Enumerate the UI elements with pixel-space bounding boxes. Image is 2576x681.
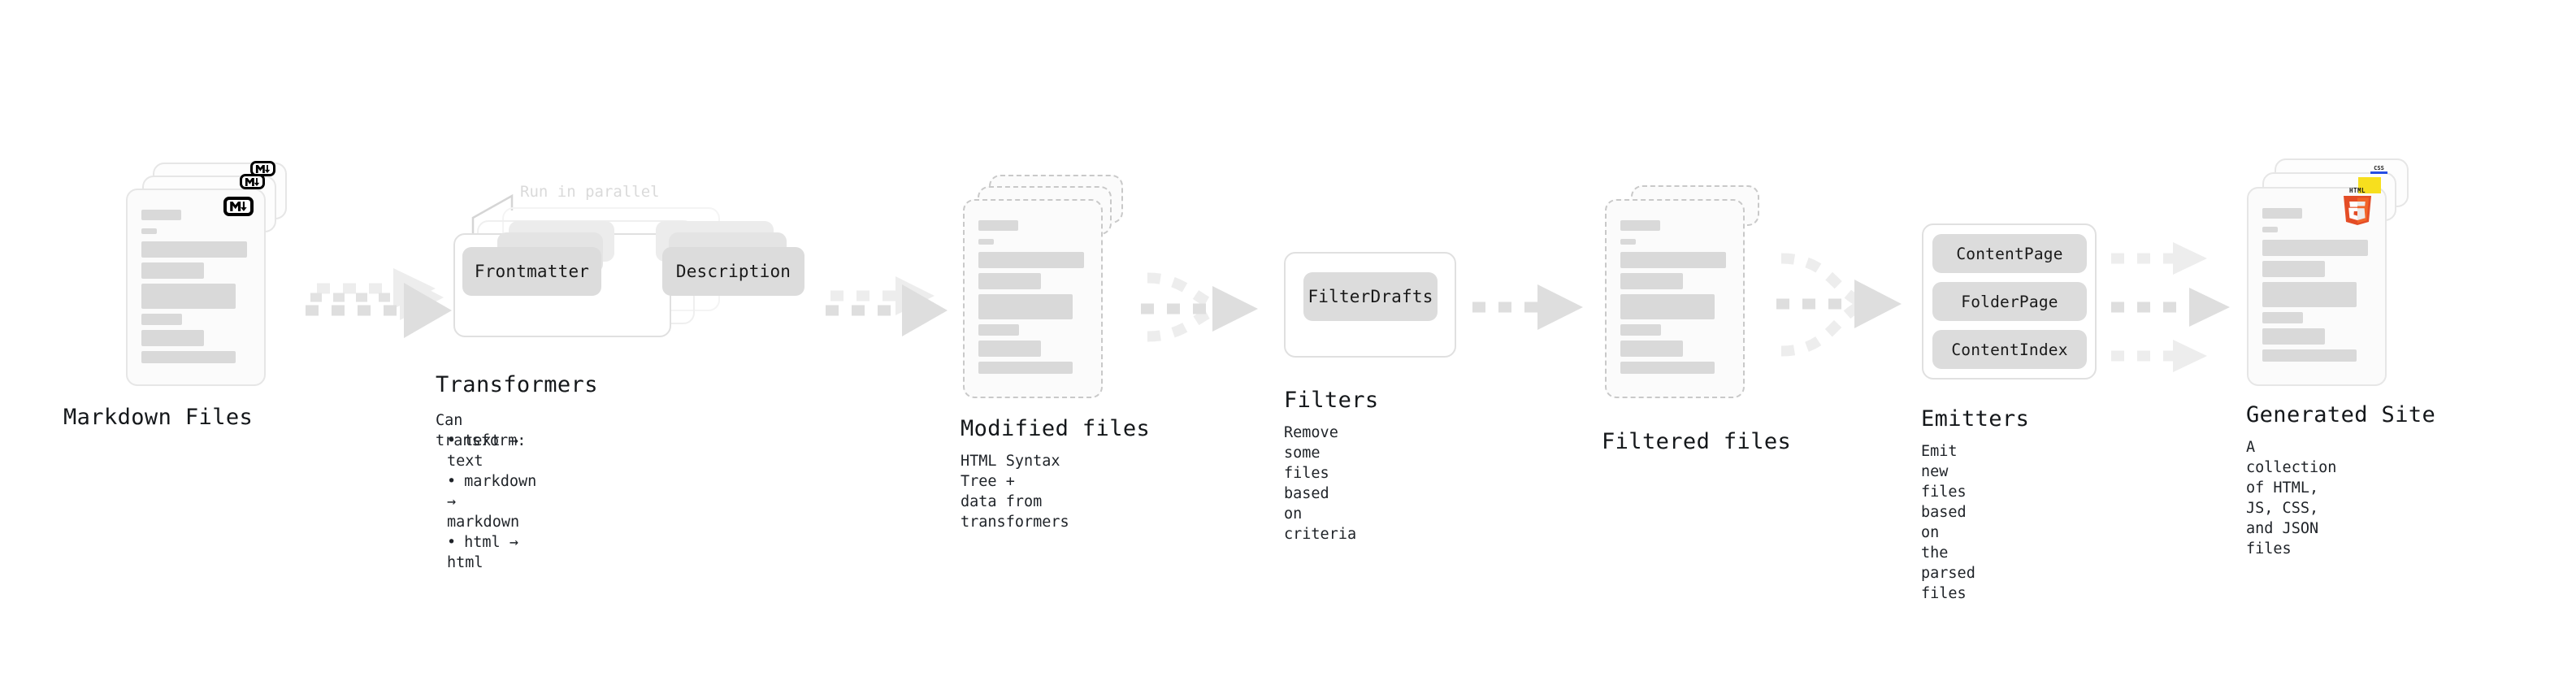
skeleton-line — [978, 252, 1084, 268]
filter-pill-filterdrafts[interactable]: FilterDrafts — [1303, 272, 1438, 321]
skeleton-line — [978, 239, 994, 245]
skeleton-line — [141, 262, 204, 279]
modified-files-subtitle: HTML Syntax Tree + data from transformer… — [961, 453, 1069, 531]
skeleton-line — [1620, 220, 1660, 231]
modified-files-title: Modified files — [961, 416, 1151, 441]
skeleton-line — [1620, 273, 1683, 289]
markdown-files-title: Markdown Files — [63, 405, 254, 430]
skeleton-line — [2262, 208, 2302, 219]
html5-icon: HTML — [2340, 186, 2374, 225]
markdown-icon — [223, 197, 254, 216]
skeleton-line — [1620, 294, 1715, 319]
skeleton-line — [2262, 261, 2325, 277]
generated-site-subtitle: A collection of HTML, JS, CSS, and JSON … — [2246, 439, 2337, 557]
markdown-card-front — [126, 189, 266, 386]
skeleton-line — [978, 273, 1041, 289]
emitters-title: Emitters — [1921, 406, 2030, 432]
transformer-bullet: text → text — [447, 431, 536, 471]
connector-emitters-to-site — [2111, 242, 2230, 372]
skeleton-line — [141, 210, 181, 220]
connector-transformers-to-modified — [826, 276, 948, 336]
skeleton-line — [2262, 282, 2357, 307]
transformer-bullet: html → html — [447, 532, 536, 573]
javascript-icon — [2358, 177, 2381, 197]
filtered-files-title: Filtered files — [1602, 429, 1792, 454]
filters-subtitle: Remove some files based on criteria — [1284, 424, 1357, 543]
site-card-front — [2247, 187, 2387, 386]
emitter-pill-contentindex[interactable]: ContentIndex — [1932, 330, 2087, 369]
generated-site-title: Generated Site — [2246, 402, 2436, 427]
svg-text:HTML: HTML — [2349, 187, 2366, 194]
css3-icon: CSS — [2369, 163, 2389, 180]
skeleton-line — [141, 241, 247, 258]
skeleton-line — [1620, 362, 1715, 374]
transformers-bullets: text → text markdown → markdown html → h… — [447, 431, 536, 573]
skeleton-line — [978, 220, 1018, 231]
connector-markdown-to-transformers — [306, 268, 452, 338]
skeleton-line — [978, 294, 1073, 319]
filters-title: Filters — [1284, 388, 1379, 413]
skeleton-line — [141, 228, 157, 234]
skeleton-line — [2262, 240, 2368, 256]
skeleton-line — [1620, 324, 1661, 336]
skeleton-line — [2262, 349, 2357, 362]
filtered-card-front — [1605, 199, 1745, 398]
skeleton-line — [141, 284, 236, 309]
skeleton-line — [1620, 340, 1683, 357]
connector-filtered-to-emitters — [1776, 253, 1902, 357]
skeleton-line — [2262, 227, 2278, 232]
skeleton-line — [978, 324, 1019, 336]
skeleton-line — [2262, 328, 2325, 345]
emitters-subtitle: Emit new files based on the parsed files — [1921, 443, 1975, 602]
transformer-pill-frontmatter[interactable]: Frontmatter — [462, 247, 601, 296]
skeleton-line — [1620, 252, 1726, 268]
transformer-bullet: markdown → markdown — [447, 471, 536, 532]
run-in-parallel-label: Run in parallel — [520, 183, 660, 201]
transformers-title: Transformers — [436, 372, 598, 397]
svg-text:CSS: CSS — [2374, 165, 2384, 171]
emitter-pill-folderpage[interactable]: FolderPage — [1932, 282, 2087, 321]
skeleton-line — [978, 340, 1041, 357]
skeleton-line — [1620, 239, 1636, 245]
modified-card-front — [963, 199, 1103, 398]
skeleton-line — [141, 330, 204, 346]
markdown-icon-back-1 — [240, 174, 265, 189]
skeleton-line — [2262, 312, 2303, 323]
skeleton-line — [141, 314, 182, 325]
transformer-pill-description[interactable]: Description — [662, 247, 804, 296]
connector-modified-to-filters — [1141, 272, 1258, 342]
skeleton-line — [978, 362, 1073, 374]
skeleton-line — [141, 351, 236, 363]
connector-filters-to-filtered — [1472, 284, 1583, 330]
emitter-pill-contentpage[interactable]: ContentPage — [1932, 234, 2087, 273]
